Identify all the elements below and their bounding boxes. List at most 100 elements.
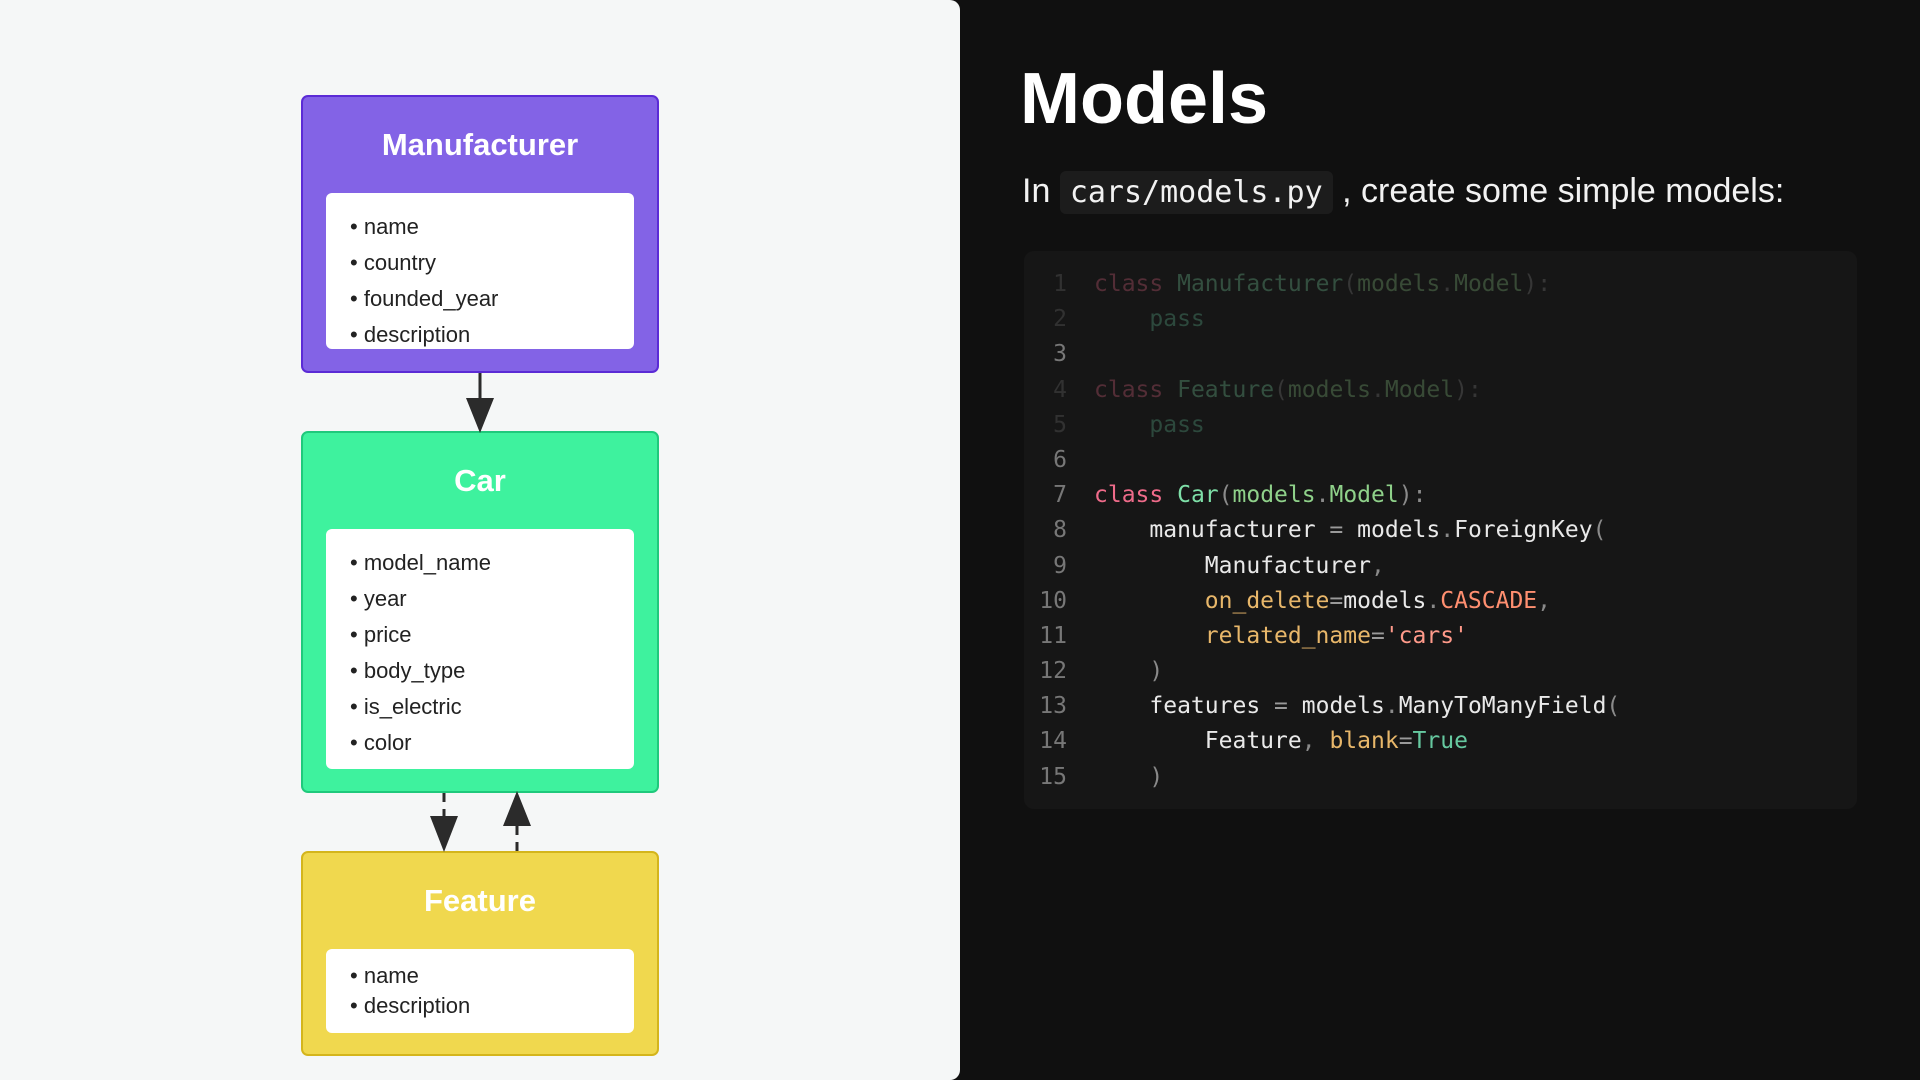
punctuation: . (1315, 482, 1330, 509)
keyword: pass (1149, 306, 1205, 333)
relationship-arrows (430, 373, 531, 852)
code-line: 11 related_name='cars' (1024, 619, 1857, 654)
field-item: year (350, 581, 634, 617)
line-number: 7 (1053, 482, 1067, 509)
line-number: 12 (1039, 658, 1067, 685)
punctuation: , (1301, 728, 1316, 755)
punctuation: . (1371, 376, 1385, 403)
code-line: 15 ) (1024, 760, 1857, 795)
manufacturer-fields: name country founded_year description (326, 193, 634, 349)
code-line: 12 ) (1024, 654, 1857, 689)
module-name: models (1357, 517, 1441, 544)
string-literal: 'cars' (1384, 622, 1468, 649)
code-line: 8 manufacturer = models.ForeignKey( (1024, 513, 1857, 548)
file-path-code: cars/models.py (1059, 171, 1333, 214)
code-line: 3 (1024, 337, 1857, 372)
module-name: models (1232, 482, 1316, 509)
car-fields: model_name year price body_type is_elect… (326, 529, 634, 769)
line-number: 10 (1039, 587, 1067, 614)
base-class: Model (1384, 376, 1455, 403)
punctuation: ( (1606, 693, 1621, 720)
car-title: Car (454, 463, 506, 498)
line-number: 8 (1053, 517, 1067, 544)
many-to-many-up-arrow (503, 791, 531, 851)
class-name: Manufacturer (1177, 271, 1344, 297)
punctuation: , (1537, 587, 1552, 614)
class-name: Car (1177, 482, 1219, 509)
punctuation: ) (1149, 763, 1164, 790)
constant: CASCADE (1440, 587, 1538, 614)
line-number: 14 (1039, 728, 1067, 755)
punctuation: . (1440, 517, 1455, 544)
module-name: models (1343, 587, 1427, 614)
field-item: founded_year (350, 281, 634, 317)
field-item: color (350, 725, 634, 761)
punctuation: . (1440, 271, 1455, 297)
code-line: 10 on_delete=models.CASCADE, (1024, 584, 1857, 619)
punctuation: . (1384, 693, 1399, 720)
field-item: price (350, 617, 634, 653)
line-number: 4 (1053, 376, 1067, 403)
line-number: 13 (1039, 693, 1067, 720)
line-number: 9 (1053, 552, 1067, 579)
function-name: ManyToManyField (1398, 693, 1607, 720)
manufacturer-title: Manufacturer (381, 127, 579, 162)
feature-fields: name description (326, 949, 634, 1033)
module-name: models (1301, 693, 1385, 720)
attribute-name: features (1149, 693, 1261, 720)
attribute-name: manufacturer (1149, 517, 1316, 544)
operator: = (1398, 728, 1413, 755)
argument: Feature (1204, 728, 1302, 755)
punctuation: ) (1149, 658, 1164, 685)
intro-prefix: In (1022, 172, 1051, 210)
slide-title: Models (1020, 59, 1269, 139)
field-item: body_type (350, 653, 634, 689)
foreign-key-arrow (466, 373, 494, 433)
punctuation: . (1426, 587, 1441, 614)
punctuation: ( (1343, 271, 1358, 297)
line-number: 1 (1053, 271, 1067, 297)
code-block: 1 class Manufacturer(models.Model): 2 pa… (1024, 251, 1857, 809)
field-item: description (350, 991, 634, 1021)
line-number: 15 (1039, 763, 1067, 790)
car-model-box: Car model_name year price body_type is_e… (301, 431, 659, 793)
keyword: pass (1149, 411, 1205, 438)
code-line: 7 class Car(models.Model): (1024, 478, 1857, 513)
keyword: class (1094, 376, 1164, 403)
code-line: 1 class Manufacturer(models.Model): (1024, 267, 1857, 302)
class-name: Feature (1177, 376, 1275, 403)
punctuation: , (1370, 552, 1385, 579)
field-item: is_electric (350, 689, 634, 725)
field-item: country (350, 245, 634, 281)
operator: = (1370, 622, 1385, 649)
line-number: 3 (1053, 341, 1067, 368)
code-line: 13 features = models.ManyToManyField( (1024, 689, 1857, 724)
field-item: name (350, 961, 634, 991)
punctuation: ): (1398, 482, 1427, 509)
module-name: models (1357, 271, 1441, 297)
line-number: 2 (1053, 306, 1067, 333)
module-name: models (1287, 376, 1371, 403)
diagram-panel: Manufacturer name country founded_year d… (0, 0, 960, 1080)
line-number: 5 (1053, 411, 1067, 438)
field-item: model_name (350, 545, 634, 581)
function-name: ForeignKey (1454, 517, 1593, 544)
base-class: Model (1454, 271, 1524, 297)
field-item: description (350, 317, 634, 353)
feature-model-box: Feature name description (301, 851, 659, 1056)
punctuation: ( (1592, 517, 1607, 544)
operator: = (1329, 517, 1344, 544)
argument: Manufacturer (1204, 552, 1371, 579)
base-class: Model (1329, 482, 1399, 509)
operator: = (1274, 693, 1288, 720)
keyword-argument: related_name (1204, 622, 1371, 649)
keyword-argument: blank (1329, 728, 1399, 755)
code-line: 14 Feature, blank=True (1024, 724, 1857, 759)
punctuation: ( (1218, 482, 1233, 509)
field-item: name (350, 209, 634, 245)
punctuation: ): (1454, 376, 1482, 403)
feature-title: Feature (424, 883, 536, 918)
code-line: 4 class Feature(models.Model): (1024, 373, 1857, 408)
many-to-many-down-arrow (430, 793, 458, 852)
intro-text: In cars/models.py , create some simple m… (1022, 171, 1784, 214)
